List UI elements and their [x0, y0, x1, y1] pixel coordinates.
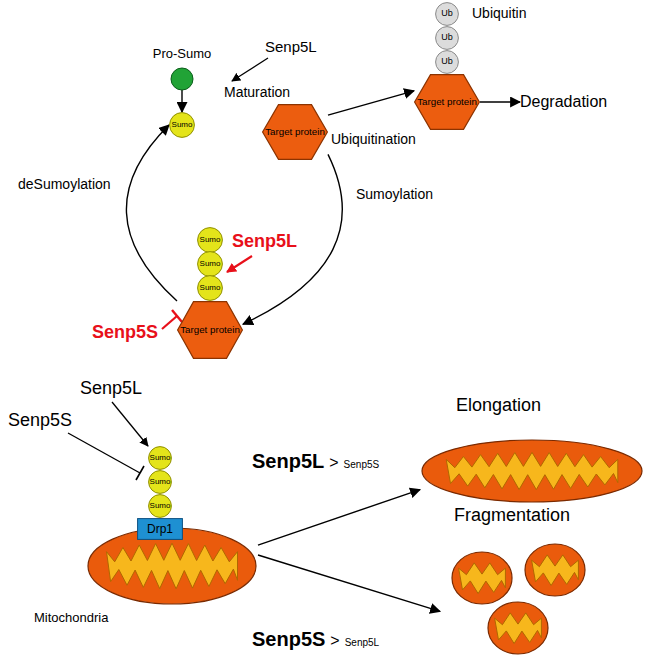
connector-arrow	[258, 555, 440, 611]
outer-membrane	[488, 602, 548, 654]
sumo-circle: Sumo	[148, 470, 172, 494]
shape-heading: Mitochondria	[34, 610, 108, 625]
hexagon-outline	[178, 302, 243, 359]
inhibition-line	[68, 433, 140, 473]
connector-arrow	[480, 101, 520, 102]
sumo-circle: Sumo	[148, 446, 172, 470]
circle-outline	[149, 447, 172, 470]
hexagon-outline	[415, 75, 480, 130]
cristae	[459, 563, 506, 594]
circle-outline	[149, 495, 172, 518]
circle-outline	[198, 228, 223, 253]
sumo-circle: Sumo	[169, 112, 195, 138]
mitochondrion-figure	[88, 528, 256, 604]
outcome-text: Degradation	[520, 93, 607, 111]
circle-outline	[149, 471, 172, 494]
activation-arrow	[112, 402, 148, 446]
ratio-label-group: Senp5L > Senp5S	[252, 450, 379, 473]
annotation: Ubiquitin	[472, 5, 526, 21]
ratio-label-group: Senp5S > Senp5L	[252, 628, 379, 651]
mitochondrion-figure	[422, 440, 642, 502]
target-protein-hexagon: Target protein	[414, 74, 480, 130]
circle-outline	[170, 113, 195, 138]
pro-sumo-circle: Pro-Sumo	[150, 46, 214, 90]
sumo-circle: Sumo	[148, 494, 172, 518]
ubiquitin-circle: Ub	[435, 26, 459, 50]
node-label: Target protein	[417, 97, 477, 107]
sumo-circle: Sumo	[197, 275, 223, 301]
activation-arrow	[227, 256, 252, 272]
edge-label: deSumoylation	[18, 176, 111, 192]
mitochondrion-figure	[452, 552, 512, 604]
inhibition-bar	[172, 310, 182, 322]
ubiquitin-circle: Ub	[435, 50, 459, 74]
node-label: Sumo	[150, 454, 171, 462]
target-protein-hexagon: Target protein	[262, 104, 328, 160]
outer-membrane	[88, 528, 256, 604]
activation-arrow	[232, 58, 268, 81]
enzyme-label: Senp5S	[92, 322, 158, 343]
node-label: Ub	[441, 9, 453, 18]
process-label: Maturation	[224, 84, 290, 100]
connector-arrow	[181, 90, 182, 112]
cristae	[495, 613, 542, 644]
enzyme-label: Senp5L	[80, 378, 142, 399]
edge-label: Ubiquitination	[331, 131, 416, 147]
circle-outline	[436, 3, 459, 26]
elongated-mitochondrion: Elongation	[420, 395, 645, 505]
node-label: Target protein	[180, 325, 240, 335]
circle-outline	[198, 252, 223, 277]
shape-heading: Pro-Sumo	[150, 46, 214, 61]
cristae	[107, 543, 238, 589]
shape-heading: Elongation	[456, 395, 541, 416]
ratio-term: Senp5S	[344, 459, 380, 470]
connector-arrow	[328, 91, 414, 115]
shape-heading: Fragmentation	[454, 505, 570, 526]
mitochondrion-figure	[488, 602, 548, 654]
hexagon-outline	[263, 105, 328, 160]
ratio-term: Senp5L	[252, 450, 324, 473]
outer-membrane	[525, 544, 585, 596]
node-label: Sumo	[200, 260, 221, 268]
enzyme-label: Senp5L	[265, 38, 317, 55]
connector-arrow	[258, 490, 420, 545]
node-label: Target protein	[265, 127, 325, 137]
enzyme-label: Senp5L	[232, 231, 297, 252]
drp1-box: Drp1	[137, 518, 183, 540]
node-label: Ub	[441, 57, 453, 66]
ratio-sign: >	[330, 632, 339, 650]
rect-outline	[138, 519, 183, 540]
sumo-circle: Sumo	[197, 251, 223, 277]
pro-sumo-shape	[171, 68, 193, 90]
enzyme-label: Senp5S	[8, 410, 72, 431]
ubiquitin-circle: Ub	[435, 2, 459, 26]
node-label: Sumo	[200, 284, 221, 292]
mitochondrion-figure	[525, 544, 585, 596]
inhibition-line	[162, 316, 177, 329]
node-label: Sumo	[200, 236, 221, 244]
node-label: Degradation	[520, 93, 607, 111]
node-shape	[440, 505, 620, 657]
outer-membrane	[422, 440, 642, 502]
node-label: Sumo	[150, 478, 171, 486]
ratio-term: Senp5L	[345, 637, 379, 648]
node-label: Ub	[441, 33, 453, 42]
circle-outline	[436, 27, 459, 50]
inhibition-bar	[136, 466, 144, 480]
ratio-term: Senp5S	[252, 628, 325, 651]
outer-membrane	[452, 552, 512, 604]
target-protein-hexagon: Target protein	[177, 301, 243, 359]
cristae	[532, 555, 579, 586]
node-label: Sumo	[172, 121, 193, 129]
circle-outline	[436, 51, 459, 74]
connector-arrow	[126, 125, 177, 301]
sumo-circle: Sumo	[197, 227, 223, 253]
node-label: Drp1	[147, 523, 173, 536]
fragmented-mitochondria: Fragmentation	[440, 505, 620, 657]
ratio-sign: >	[329, 454, 338, 472]
node-label: Sumo	[150, 502, 171, 510]
cristae	[446, 452, 618, 489]
edge-label: Sumoylation	[356, 186, 433, 202]
circle-outline	[198, 276, 223, 301]
